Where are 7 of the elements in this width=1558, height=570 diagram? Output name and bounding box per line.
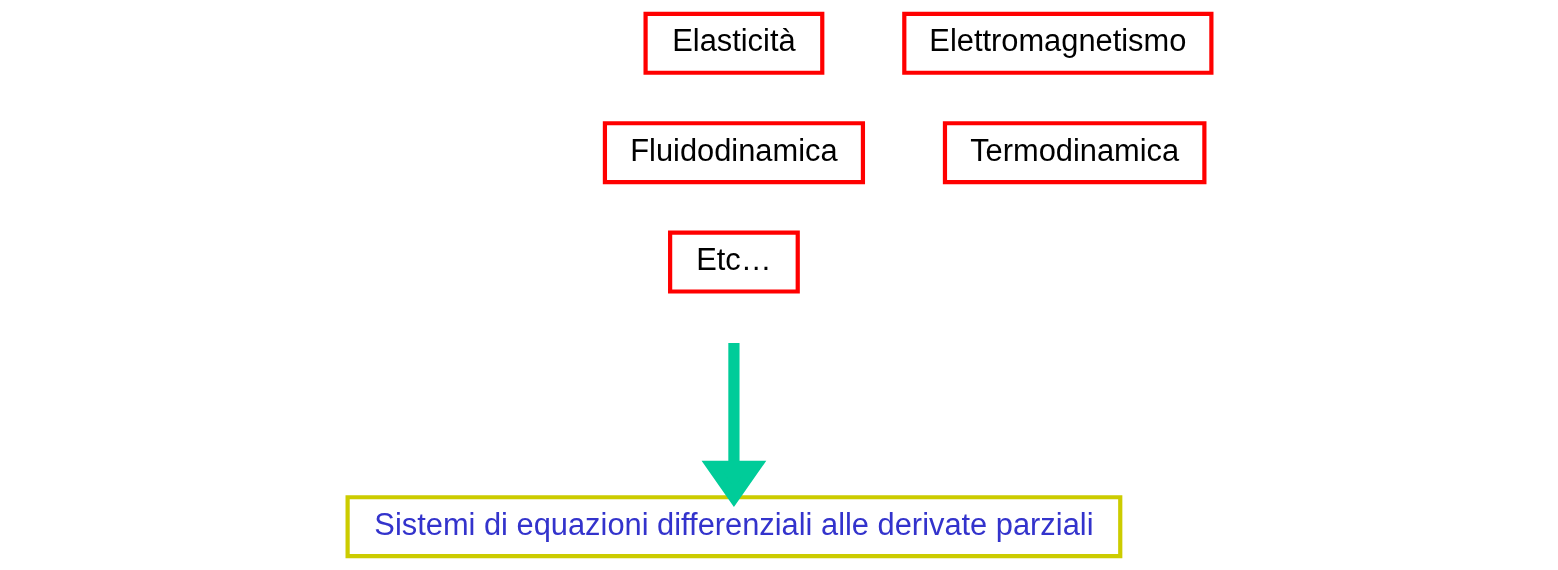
node-box: Etc… [667, 230, 800, 294]
node-box: Sistemi di equazioni differenziali alle derivate parziali [345, 495, 1122, 559]
node-box: Elasticità [643, 11, 824, 75]
node-box: Fluidodinamica [602, 121, 865, 185]
node-box: Elettromagnetismo [901, 11, 1213, 75]
arrow [701, 343, 766, 507]
node-box: Termodinamica [942, 121, 1206, 185]
